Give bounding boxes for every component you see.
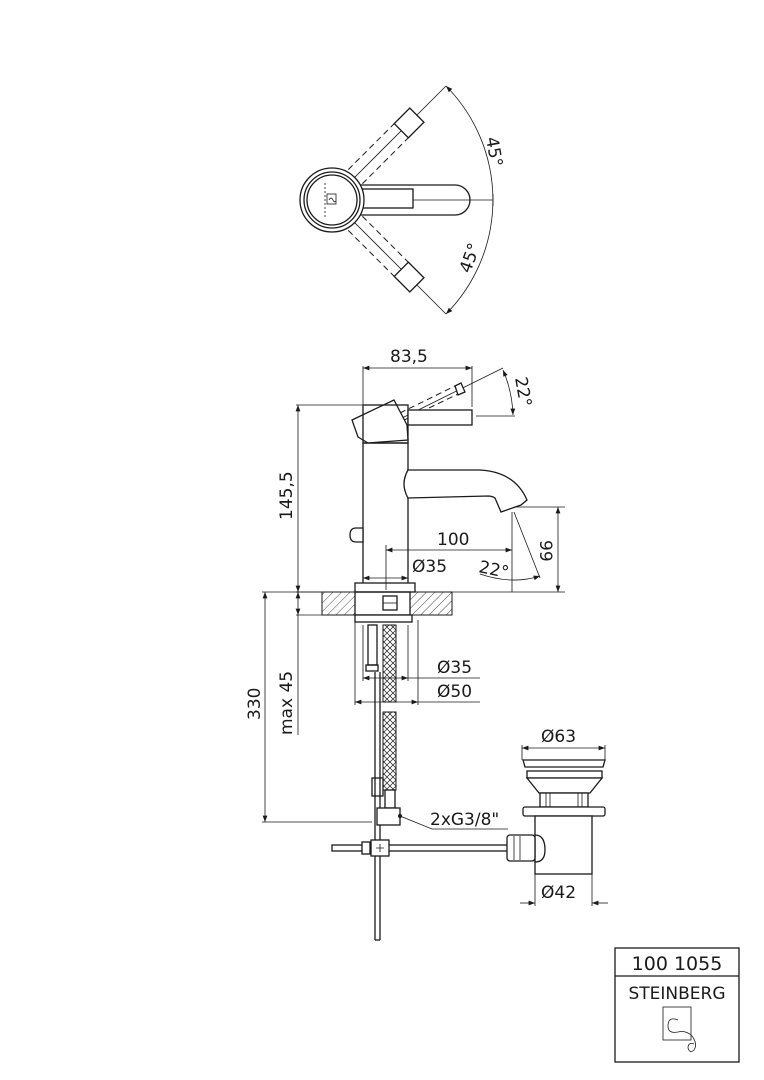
dim-spout-angle	[479, 573, 541, 581]
angle-label-left: 45°	[481, 135, 506, 168]
side-view: 83,5 22° 145,5 100 Ø35 22° 99	[277, 347, 565, 593]
handle-position-left	[340, 107, 425, 192]
countertop-left	[321, 591, 356, 616]
top-view: 45° 45°	[299, 85, 506, 315]
hole-max-label: Ø50	[437, 682, 472, 702]
spout-height-label: 99	[535, 540, 555, 562]
supply-hose-upper	[382, 624, 397, 703]
rosette-outer	[299, 167, 365, 233]
pull-rod	[331, 844, 509, 852]
popup-knob	[349, 527, 364, 543]
title-block: 100 1055 STEINBERG	[614, 947, 740, 1063]
steinberg-logo-icon	[662, 1006, 696, 1052]
total-length-label: 330	[245, 688, 265, 720]
lever-angle-label: 22°	[510, 375, 535, 408]
faucet-head	[351, 399, 409, 444]
spout-reach-label: 100	[437, 530, 469, 550]
spout	[403, 469, 528, 513]
lever-width-label: 83,5	[390, 347, 428, 367]
drain-cap	[522, 759, 606, 768]
article-number: 100 1055	[632, 953, 723, 975]
hose-connector	[376, 807, 401, 826]
dim-lever-angle	[502, 369, 516, 416]
connection-label: 2xG3/8"	[430, 810, 499, 830]
brand-name: STEINBERG	[628, 984, 725, 1004]
spout-angle-label: 22°	[477, 557, 511, 583]
body-diameter-label: Ø42	[541, 883, 576, 903]
base-diameter-label: Ø35	[412, 557, 447, 577]
hole-min-label: Ø35	[437, 658, 472, 678]
max-thickness-label: max 45	[277, 671, 297, 735]
base-flange	[354, 582, 416, 593]
supply-hose-lower	[382, 711, 397, 791]
drain-lever-joint	[506, 834, 536, 862]
steinberg-logo-icon	[324, 183, 337, 217]
drain-valve: Ø63 Ø42	[506, 727, 608, 906]
rosette-middle	[303, 171, 361, 229]
angle-label-right: 45°	[456, 241, 485, 276]
lever	[407, 409, 473, 426]
height-label: 145,5	[277, 471, 297, 520]
mount-flange	[354, 614, 413, 623]
rosette-inner	[306, 174, 358, 226]
countertop-right	[409, 591, 453, 616]
installation-view: Ø35 Ø50 330 max 45 2xG3/8"	[245, 591, 509, 941]
cap-diameter-label: Ø63	[541, 727, 576, 747]
faucet-body	[362, 442, 409, 590]
handle-position-right	[340, 208, 425, 293]
